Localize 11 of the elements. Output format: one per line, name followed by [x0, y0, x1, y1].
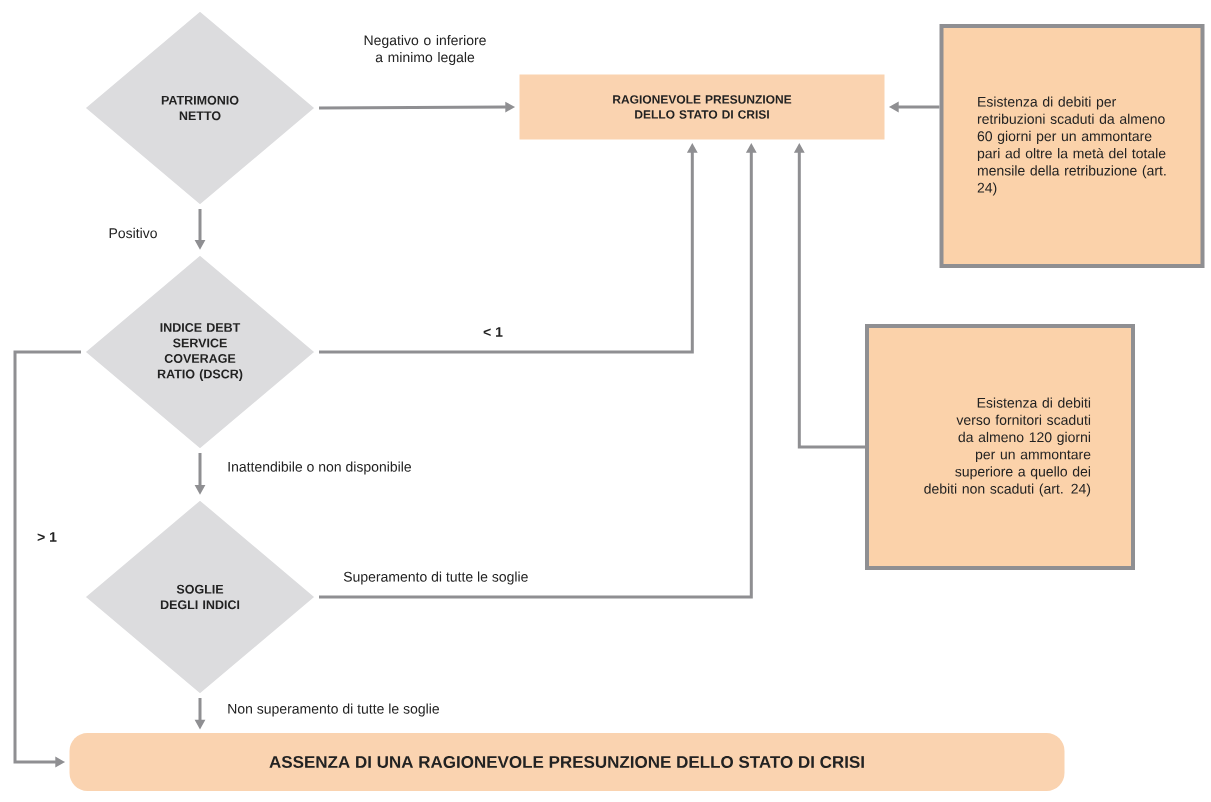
edge-label: Inattendibile o non disponibile — [228, 461, 411, 475]
condition-box: Esistenza di debiti verso fornitori scaduti da almeno 120 giorni per un ammontare superiore a quello dei debiti non scaduti (art. 24) — [865, 324, 1135, 570]
result-box: RAGIONEVOLE PRESUNZIONE DELLO STATO DI CRISI — [519, 74, 885, 140]
condition-box: Esistenza di debiti per retribuzioni scaduti da almeno 60 giorni per un ammontare pari ad oltre la metà del totale mensile della retribuzione (art. 24) — [939, 24, 1205, 268]
edge-label: Non superamento di tutte le soglie — [228, 703, 439, 717]
edge-label: Superamento di tutte le soglie — [343, 571, 528, 585]
edge-label: Positivo — [109, 227, 157, 239]
edge-label: Negativo o inferiore a minimo legale — [364, 34, 486, 65]
edge-label: > 1 — [37, 532, 57, 542]
edge-label: < 1 — [483, 327, 503, 337]
result-banner: ASSENZA DI UNA RAGIONEVOLE PRESUNZIONE DELLO STATO DI CRISI — [69, 733, 1065, 791]
